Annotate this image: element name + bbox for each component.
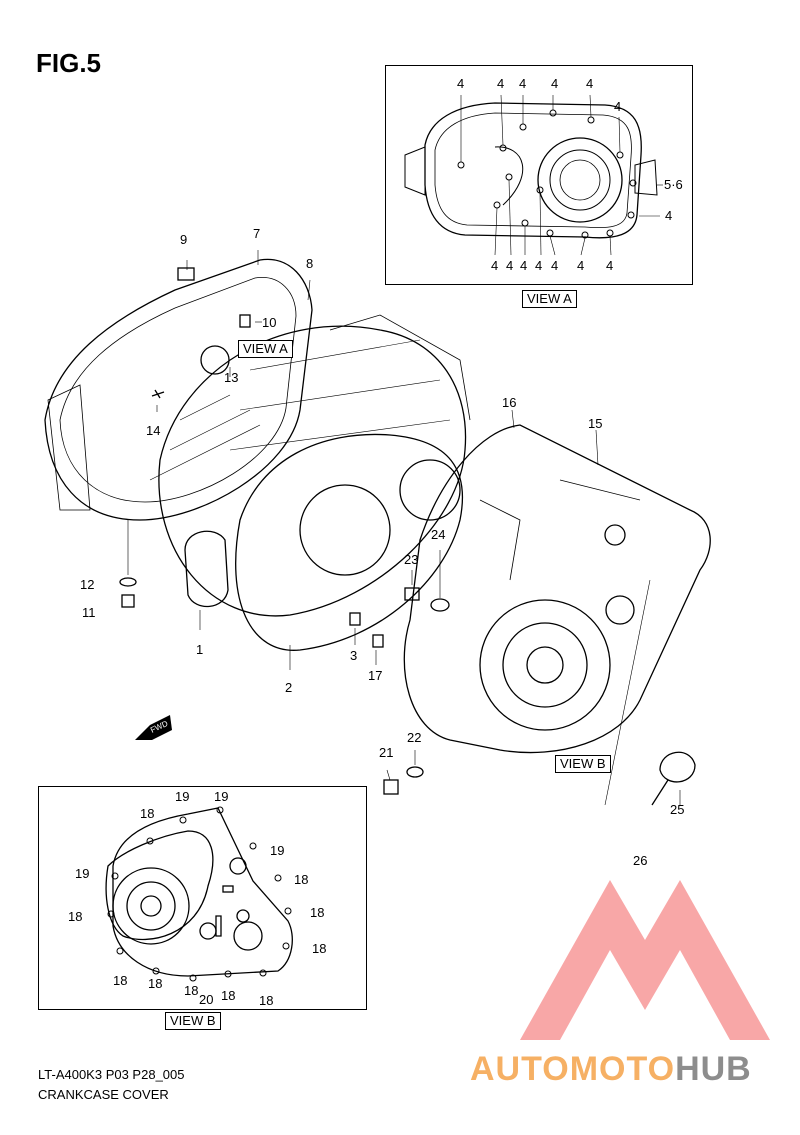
callout-view-a-5-6: 5·6 bbox=[664, 177, 683, 192]
callout-view-a-3: 4 bbox=[519, 76, 527, 91]
callout-view-b-18d: 18 bbox=[68, 909, 83, 924]
callout-view-b-19c: 19 bbox=[270, 843, 285, 858]
callout-view-b-18g: 18 bbox=[148, 976, 163, 991]
callout-view-a-12: 4 bbox=[551, 258, 559, 273]
callout-part-24: 24 bbox=[431, 527, 446, 542]
callout-part-10: 10 bbox=[262, 315, 277, 330]
callout-view-b-18i: 18 bbox=[221, 988, 236, 1003]
callout-view-b-19d: 19 bbox=[75, 866, 90, 881]
callout-view-a-13: 4 bbox=[577, 258, 585, 273]
callout-view-b-18a: 18 bbox=[140, 806, 155, 821]
callout-view-a-1: 4 bbox=[457, 76, 465, 91]
callout-view-b-18j: 18 bbox=[259, 993, 274, 1008]
callout-view-a-7: 4 bbox=[665, 208, 673, 223]
callout-part-2: 2 bbox=[285, 680, 293, 695]
view-b-pointer-label: VIEW B bbox=[555, 755, 611, 773]
main-exploded-drawing: FWD bbox=[44, 250, 711, 806]
callout-part-17: 17 bbox=[368, 668, 383, 683]
watermark-text-a: AUTOMOTO bbox=[470, 1050, 676, 1088]
callout-part-7: 7 bbox=[253, 226, 261, 241]
view-a-caption: VIEW A bbox=[522, 290, 577, 308]
callout-view-a-5: 4 bbox=[586, 76, 594, 91]
footer-code: LT-A400K3 P03 P28_005 bbox=[38, 1067, 185, 1082]
callout-part-26: 26 bbox=[633, 853, 648, 868]
callout-part-14: 14 bbox=[146, 423, 161, 438]
view-b-drawing bbox=[105, 806, 293, 982]
callout-part-21: 21 bbox=[379, 745, 394, 760]
callout-part-9: 9 bbox=[180, 232, 188, 247]
callout-part-13: 13 bbox=[224, 370, 239, 385]
automotohub-logo-icon bbox=[520, 880, 770, 1040]
callout-view-a-9: 4 bbox=[506, 258, 514, 273]
callout-view-b-18e: 18 bbox=[312, 941, 327, 956]
view-b-caption: VIEW B bbox=[165, 1012, 221, 1030]
callout-view-b-18f: 18 bbox=[113, 973, 128, 988]
watermark-text-b: HUB bbox=[675, 1050, 752, 1088]
view-b-inset bbox=[38, 786, 367, 1010]
callout-part-15: 15 bbox=[588, 416, 603, 431]
callout-view-a-8: 4 bbox=[491, 258, 499, 273]
callout-view-a-14: 4 bbox=[606, 258, 614, 273]
callout-part-11: 11 bbox=[82, 605, 96, 620]
callout-part-1: 1 bbox=[196, 642, 204, 657]
callout-view-a-2: 4 bbox=[497, 76, 505, 91]
callout-view-b-19a: 19 bbox=[175, 789, 190, 804]
callout-part-23: 23 bbox=[404, 552, 419, 567]
fwd-arrow-icon bbox=[135, 715, 172, 740]
footer-name: CRANKCASE COVER bbox=[38, 1087, 169, 1102]
view-a-pointer-label: VIEW A bbox=[238, 340, 293, 358]
callout-part-12: 12 bbox=[80, 577, 95, 592]
callout-view-a-10: 4 bbox=[520, 258, 528, 273]
callout-view-a-6: 4 bbox=[614, 99, 622, 114]
callout-view-b-18h: 18 bbox=[184, 983, 199, 998]
figure-title: FIG.5 bbox=[36, 48, 102, 78]
callout-part-8: 8 bbox=[306, 256, 314, 271]
callout-view-b-19b: 19 bbox=[214, 789, 229, 804]
callout-view-b-18b: 18 bbox=[294, 872, 309, 887]
watermark-text: AUTOMOTOHUB bbox=[470, 1050, 752, 1089]
callout-view-b-20: 20 bbox=[199, 992, 214, 1007]
view-a-inset bbox=[385, 65, 693, 285]
callout-view-a-11: 4 bbox=[535, 258, 543, 273]
callout-part-3: 3 bbox=[350, 648, 358, 663]
view-a-drawing bbox=[404, 94, 663, 256]
callout-part-16: 16 bbox=[502, 395, 517, 410]
callout-part-22: 22 bbox=[407, 730, 422, 745]
callout-view-a-4: 4 bbox=[551, 76, 559, 91]
callout-view-b-18c: 18 bbox=[310, 905, 325, 920]
callout-part-25: 25 bbox=[670, 802, 685, 817]
